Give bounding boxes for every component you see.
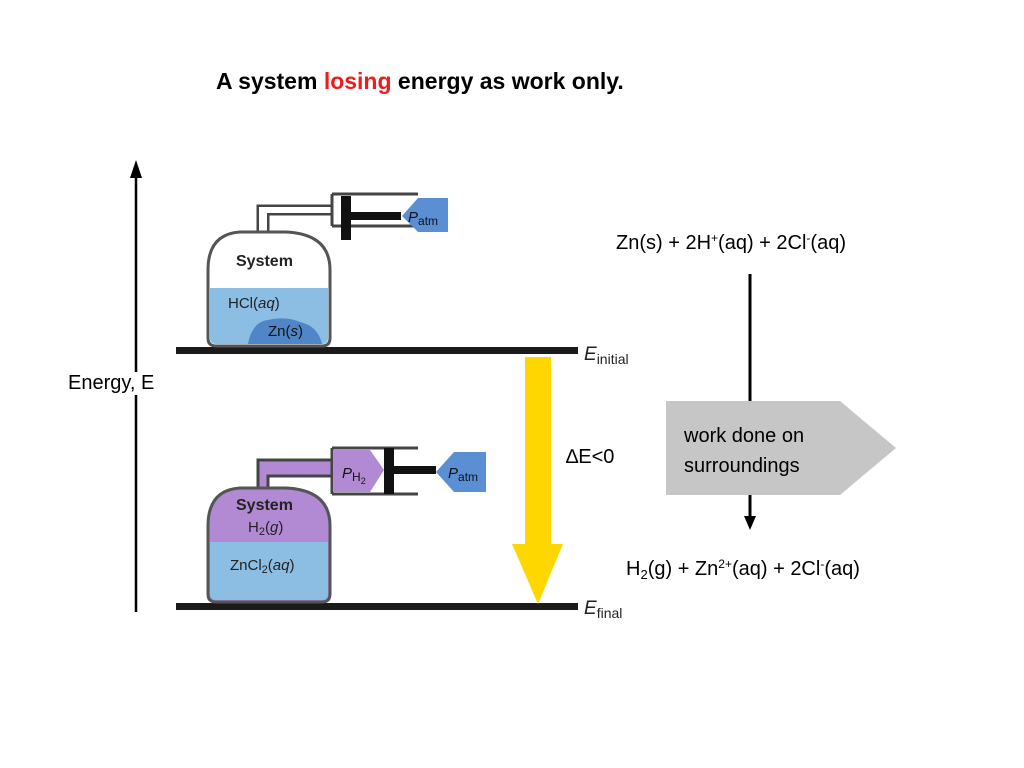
- final-level-line: [176, 603, 578, 610]
- initial-level-label: Einitial: [584, 344, 629, 367]
- final-liquid-label: ZnCl2(aq): [230, 557, 294, 576]
- title-suffix: energy as work only.: [391, 68, 624, 94]
- reactants-equation: Zn(s) + 2H+(aq) + 2Cl-(aq): [616, 231, 846, 254]
- title-prefix: A system: [216, 68, 324, 94]
- title-highlight: losing: [323, 68, 392, 94]
- gas-pressure-label: PH2: [342, 465, 366, 486]
- initial-solid-label: Zn(s): [268, 323, 303, 340]
- patm-arrow-icon: [436, 452, 486, 492]
- final-level-label: Efinal: [584, 598, 622, 621]
- products-equation: H2(g) + Zn2+(aq) + 2Cl-(aq): [626, 557, 860, 582]
- patm-arrow-icon: [402, 198, 448, 232]
- final-patm-label: Patm: [448, 465, 478, 484]
- final-piston: [384, 448, 394, 494]
- final-gas-label: H2(g): [248, 519, 283, 538]
- initial-system-label: System: [236, 253, 293, 270]
- initial-level-line: [176, 347, 578, 354]
- final-system-label: System: [236, 497, 293, 514]
- work-done-label: work done on surroundings: [684, 425, 805, 477]
- initial-apparatus: [206, 192, 448, 348]
- delta-e-label: ∆E<0: [566, 446, 615, 468]
- gas-pressure-arrow-icon: [334, 450, 384, 492]
- initial-patm-label: Patm: [408, 209, 438, 228]
- energy-axis-label: Energy, E: [68, 372, 157, 395]
- energy-decrease-arrow: [512, 357, 563, 604]
- initial-piston: [341, 196, 351, 240]
- initial-liquid-label: HCl(aq): [228, 295, 280, 312]
- slide-title: A system losing energy as work only.: [216, 68, 624, 95]
- work-arrow-shape: [666, 401, 896, 495]
- final-apparatus: [206, 446, 486, 604]
